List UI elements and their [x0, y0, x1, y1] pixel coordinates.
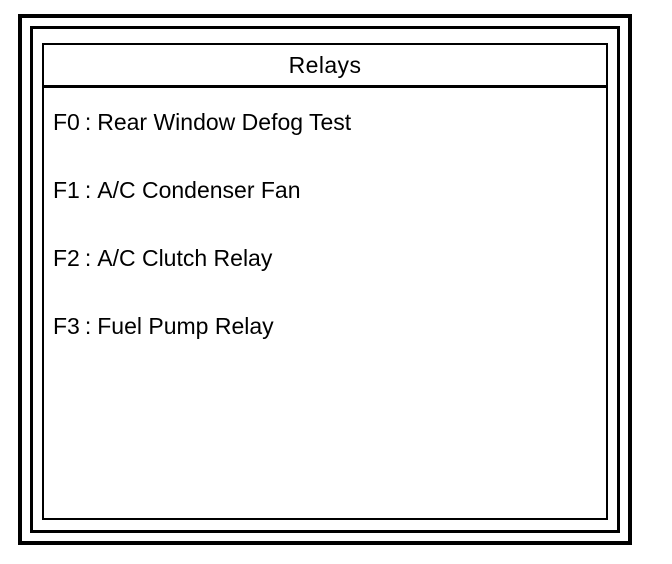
relay-separator: :: [84, 109, 92, 135]
relay-separator: :: [84, 177, 92, 203]
relay-label: A/C Condenser Fan: [97, 177, 301, 203]
relay-label: A/C Clutch Relay: [97, 245, 273, 271]
list-item[interactable]: F2 : A/C Clutch Relay: [53, 245, 606, 313]
list-item[interactable]: F0 : Rear Window Defog Test: [53, 109, 606, 177]
relay-separator: :: [84, 245, 92, 271]
relays-panel: Relays F0 : Rear Window Defog Test F1 : …: [42, 43, 608, 520]
relay-code: F3: [53, 313, 80, 339]
relay-code: F0: [53, 109, 80, 135]
screen-bezel-outer: Relays F0 : Rear Window Defog Test F1 : …: [18, 14, 632, 545]
screen-bezel-inner: Relays F0 : Rear Window Defog Test F1 : …: [30, 26, 620, 533]
relay-label: Rear Window Defog Test: [97, 109, 352, 135]
relay-code: F2: [53, 245, 80, 271]
page-title: Relays: [288, 51, 362, 78]
relay-label: Fuel Pump Relay: [97, 313, 274, 339]
relay-list: F0 : Rear Window Defog Test F1 : A/C Con…: [44, 88, 606, 518]
panel-title-bar: Relays: [44, 45, 606, 88]
list-item[interactable]: F1 : A/C Condenser Fan: [53, 177, 606, 245]
relay-separator: :: [84, 313, 92, 339]
list-item[interactable]: F3 : Fuel Pump Relay: [53, 313, 606, 381]
relay-code: F1: [53, 177, 80, 203]
